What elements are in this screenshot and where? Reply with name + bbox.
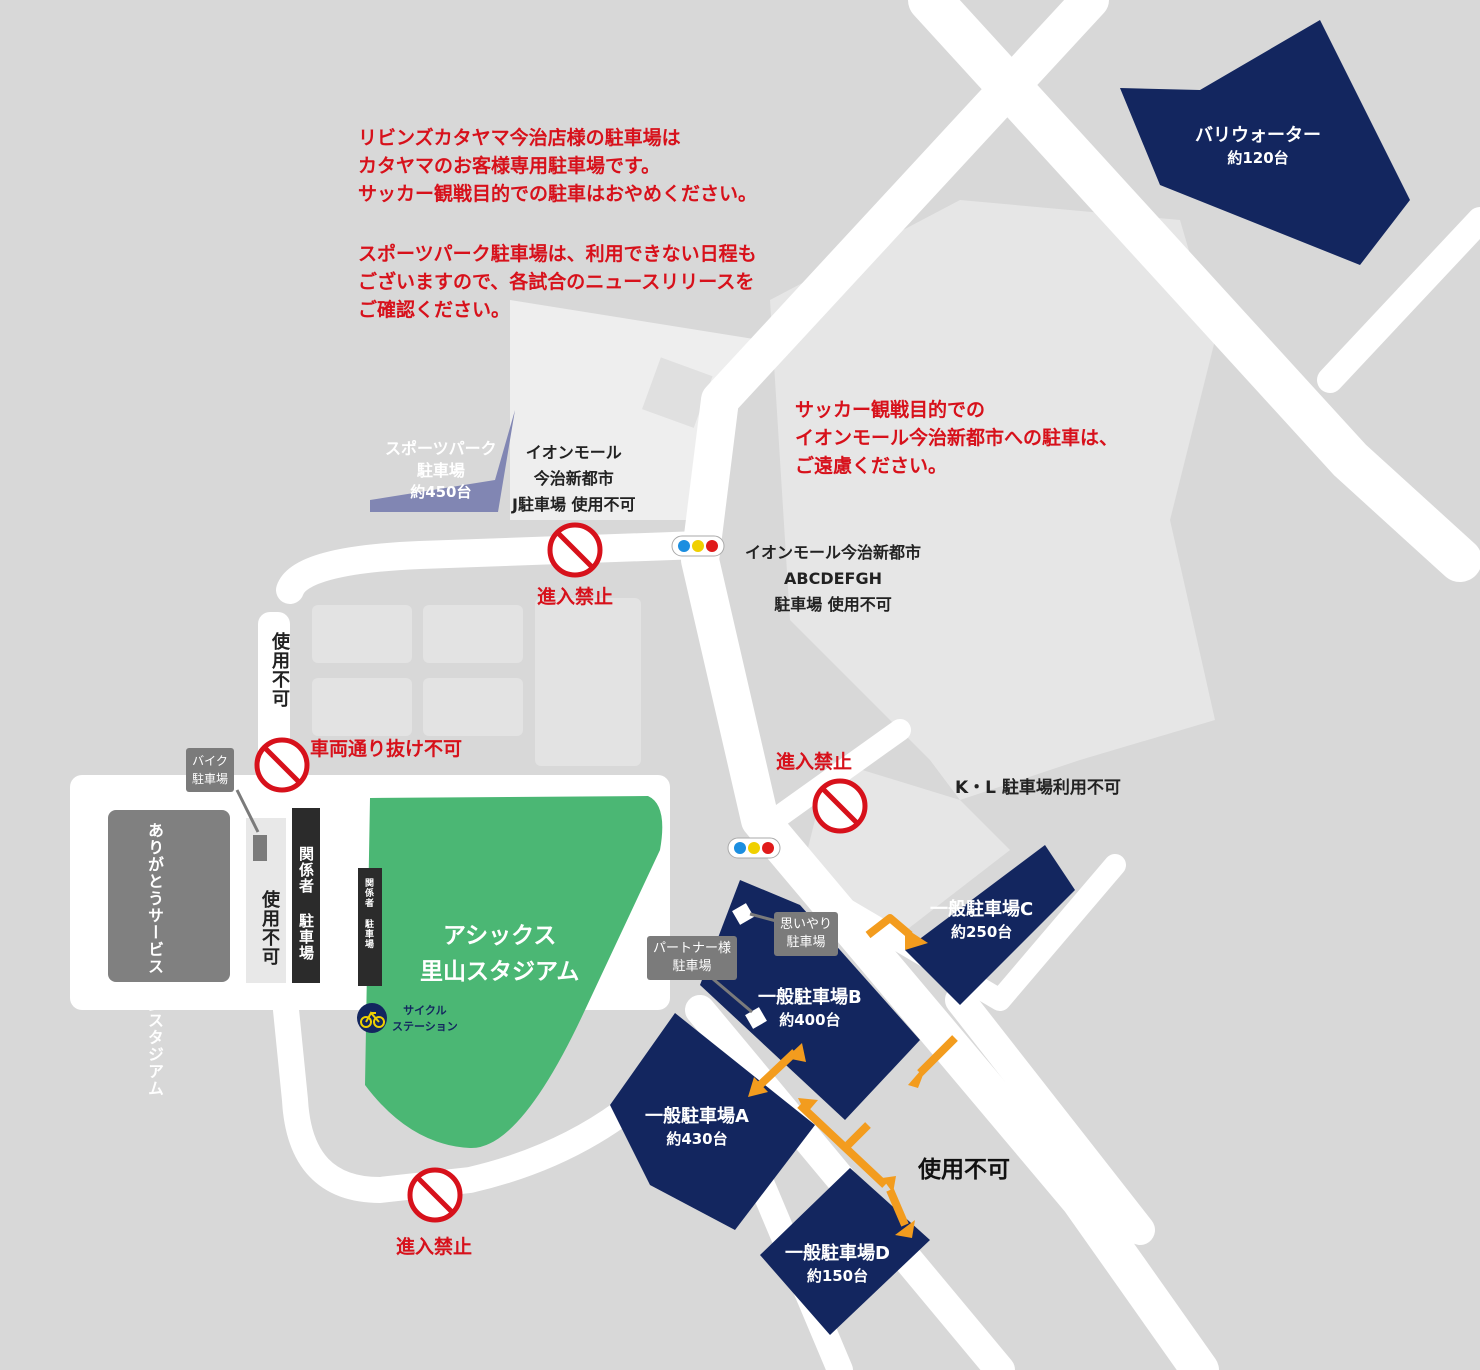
lot-a bbox=[610, 1013, 815, 1230]
lot-b-label: 一般駐車場B 約400台 bbox=[758, 987, 862, 1029]
sports-park-note: スポーツパーク駐車場は、利用できない日程も ございますので、各試合のニュースリリ… bbox=[358, 243, 757, 321]
kl-parking-label: K・L 駐車場利用不可 bbox=[955, 778, 1121, 798]
yume-stadium-label: ありがとうサービス.夢スタジアム bbox=[145, 822, 164, 1097]
unusable-strip-label: 使用不可 bbox=[259, 890, 280, 966]
aeon-note: サッカー観戦目的での イオンモール今治新都市への駐車は、 ご遠慮ください。 bbox=[795, 399, 1119, 477]
lot-d bbox=[760, 1168, 930, 1335]
barry-lot bbox=[1120, 20, 1410, 265]
lot-b bbox=[700, 880, 920, 1120]
arrow-to-d bbox=[886, 1188, 909, 1227]
no-entry-label-1: 進入禁止 bbox=[537, 586, 614, 608]
no-entry-icon bbox=[547, 522, 603, 578]
blocks bbox=[312, 598, 641, 766]
traffic-signal-1 bbox=[671, 535, 725, 557]
aeon-mall-area bbox=[770, 200, 1215, 800]
katayama-note: リビンズカタヤマ今治店様の駐車場は カタヤマのお客様専用駐車場です。 サッカー観… bbox=[358, 127, 758, 205]
lot-c-label: 一般駐車場C 約250台 bbox=[930, 899, 1034, 941]
unusable-road-label: 使用不可 bbox=[918, 1157, 1010, 1183]
arrow-branch bbox=[845, 1122, 871, 1148]
lot-a-label: 一般駐車場A 約430台 bbox=[645, 1106, 749, 1148]
no-entry-icon bbox=[407, 1167, 463, 1223]
no-entry-icon bbox=[812, 778, 868, 834]
no-entry-label-3: 進入禁止 bbox=[396, 1236, 473, 1258]
partner-parking-label: パートナー様 駐車場 bbox=[647, 936, 738, 980]
lot-c bbox=[905, 845, 1075, 1005]
barry-water-label: バリウォーター 約120台 bbox=[1195, 125, 1321, 167]
cycle-icon bbox=[357, 1003, 387, 1033]
staff-parking-2-strip bbox=[358, 868, 382, 986]
navy-lots bbox=[610, 20, 1410, 1335]
staff-parking-2-label: 関係者 駐車場 bbox=[363, 878, 373, 949]
stadium-shape bbox=[365, 796, 663, 1149]
no-through-label: 車両通り抜け不可 bbox=[310, 738, 463, 760]
stadium-label: アシックス 里山スタジアム bbox=[420, 923, 580, 985]
omoiyari-parking-label: 思いやり 駐車場 bbox=[774, 912, 839, 956]
staff-parking-1-label: 関係者 駐車場 bbox=[297, 846, 315, 961]
arrow-heads bbox=[748, 928, 928, 1238]
staff-parking-1-strip bbox=[292, 808, 320, 983]
sports-park-lot-shape bbox=[370, 410, 515, 512]
traffic-signal-2 bbox=[727, 837, 781, 859]
bike-spot bbox=[253, 835, 267, 861]
aeon-j-building bbox=[642, 357, 713, 428]
cycle-station-label: サイクル ステーション bbox=[392, 1004, 458, 1033]
aeon-j-label: イオンモール 今治新都市 J駐車場 使用不可 bbox=[512, 443, 636, 514]
aeon-main-label: イオンモール今治新都市 ABCDEFGH 駐車場 使用不可 bbox=[745, 543, 922, 614]
sports-park-label: スポーツパーク 駐車場 約450台 bbox=[385, 439, 497, 501]
unusable-lane-label: 使用不可 bbox=[269, 632, 290, 708]
arrow-to-c bbox=[865, 914, 913, 939]
yume-stadium-shape bbox=[108, 810, 230, 982]
arrow-main bbox=[797, 1102, 888, 1188]
bike-parking-label: バイク 駐車場 bbox=[186, 748, 235, 792]
lot-d-label: 一般駐車場D 約150台 bbox=[785, 1243, 890, 1285]
no-entry-icon bbox=[254, 737, 310, 793]
no-entry-icons bbox=[254, 522, 868, 1223]
no-entry-label-2: 進入禁止 bbox=[776, 751, 853, 773]
